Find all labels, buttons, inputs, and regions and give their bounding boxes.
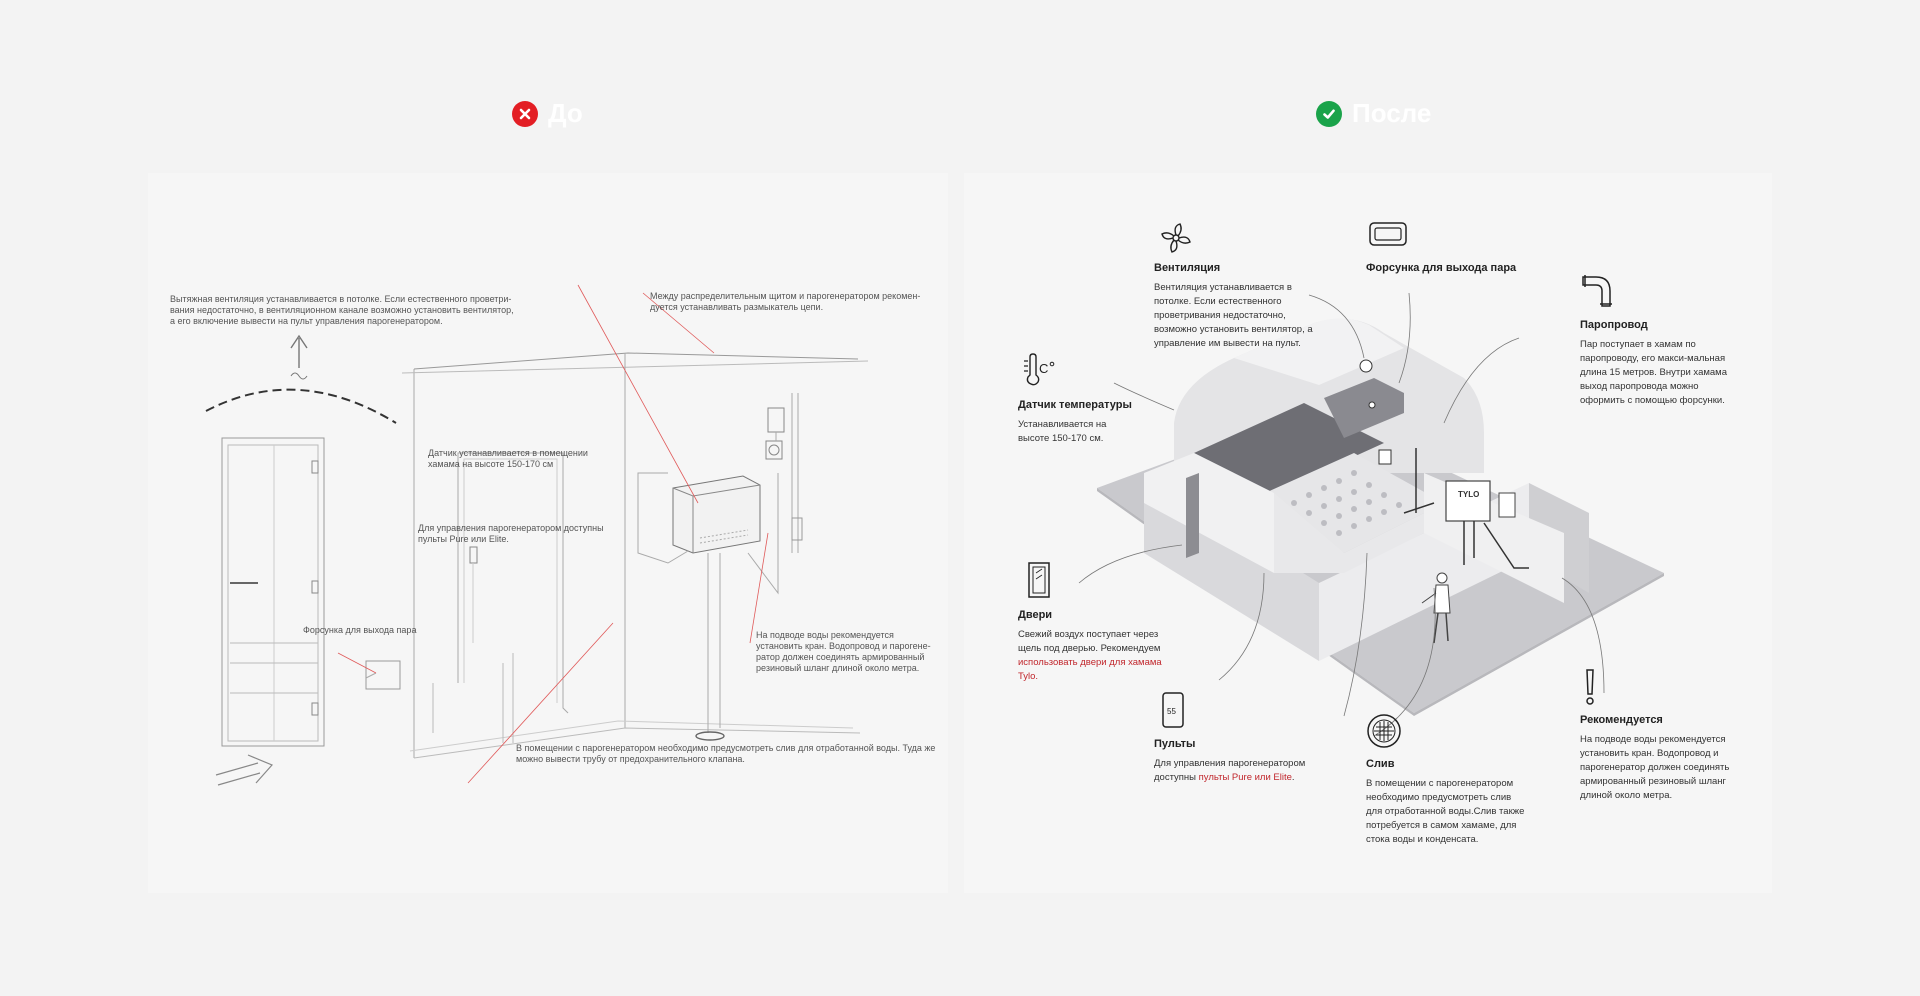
drain-icon [1367,714,1401,748]
before-note-nozzle: Форсунка для выхода пара [303,625,417,635]
nozzle-title: Форсунка для выхода пара [1366,262,1517,274]
after-heading: После [1316,98,1431,129]
before-note-sensor: Датчик устанавливается в помещении хамам… [428,448,588,469]
fan-icon [1161,223,1191,253]
controls-dot: . [1291,772,1295,783]
before-heading: До [512,98,583,129]
ventilation-text: Вентиляция устанавливается в потолке. Ес… [1154,282,1313,349]
steam-pipe-text: Пар поступает в хамам по паропроводу, ег… [1580,339,1727,406]
recommended-title: Рекомендуется [1580,714,1663,726]
ventilation-block: Вентиляция Вентиляция устанавливается в … [1154,261,1319,351]
controls-text: Для управления парогенератором доступны [1154,758,1306,783]
doors-link[interactable]: использовать двери для хамама Tylo. [1018,657,1162,682]
controls-block: Пульты Для управления парогенератором до… [1154,737,1319,785]
cross-icon [512,100,538,127]
after-panel: TYLO [964,173,1772,893]
doors-title: Двери [1018,609,1053,621]
door-icon [1028,562,1050,598]
controls-link[interactable]: пульты Pure или Elite [1198,772,1292,783]
nozzle-block: Форсунка для выхода пара [1366,261,1536,281]
nozzle-icon [1369,222,1407,246]
doors-text: Свежий воздух поступает через щель под д… [1018,629,1161,654]
before-note-water: На подводе воды рекомендуется установить… [756,630,931,673]
before-heading-text: До [548,98,583,128]
controls-title: Пульты [1154,738,1196,750]
steam-pipe-block: Паропровод Пар поступает в хамам по паро… [1580,318,1735,408]
generator-brand: TYLO [1458,490,1479,499]
steam-pipe-title: Паропровод [1580,319,1648,331]
after-heading-text: После [1352,98,1432,128]
svg-text:C: C [1039,361,1048,376]
after-illustration: TYLO [1078,292,1664,737]
before-sketch [205,284,869,786]
pipe-icon [1582,275,1612,307]
before-note-controls: Для управления парогенератором доступны … [418,523,604,544]
ventilation-title: Вентиляция [1154,262,1221,274]
recommended-block: Рекомендуется На подводе воды рекомендуе… [1580,713,1740,803]
exclamation-icon [1586,669,1594,705]
remote-icon: 55 [1162,692,1184,728]
drain-text: В помещении с парогенератором необходимо… [1366,778,1525,845]
check-icon [1316,100,1342,127]
temperature-block: Датчик температуры Устанавливается на вы… [1018,398,1138,446]
thermometer-icon: C [1024,353,1055,386]
drain-title: Слив [1366,758,1395,770]
before-panel: Вытяжная вентиляция устанавливается в по… [148,173,948,893]
before-note-ventilation: Вытяжная вентиляция устанавливается в по… [170,294,514,326]
temperature-text: Устанавливается на высоте 150-170 см. [1018,419,1107,444]
before-note-drain: В помещении с парогенератором необходимо… [516,743,936,764]
before-note-breaker: Между распределительным щитом и парогене… [650,291,921,312]
recommended-text: На подводе воды рекомендуется установить… [1580,734,1730,801]
temperature-title: Датчик температуры [1018,399,1132,411]
remote-label: 55 [1167,707,1176,716]
drain-block: Слив В помещении с парогенератором необх… [1366,757,1526,847]
doors-block: Двери Свежий воздух поступает через щель… [1018,608,1163,684]
